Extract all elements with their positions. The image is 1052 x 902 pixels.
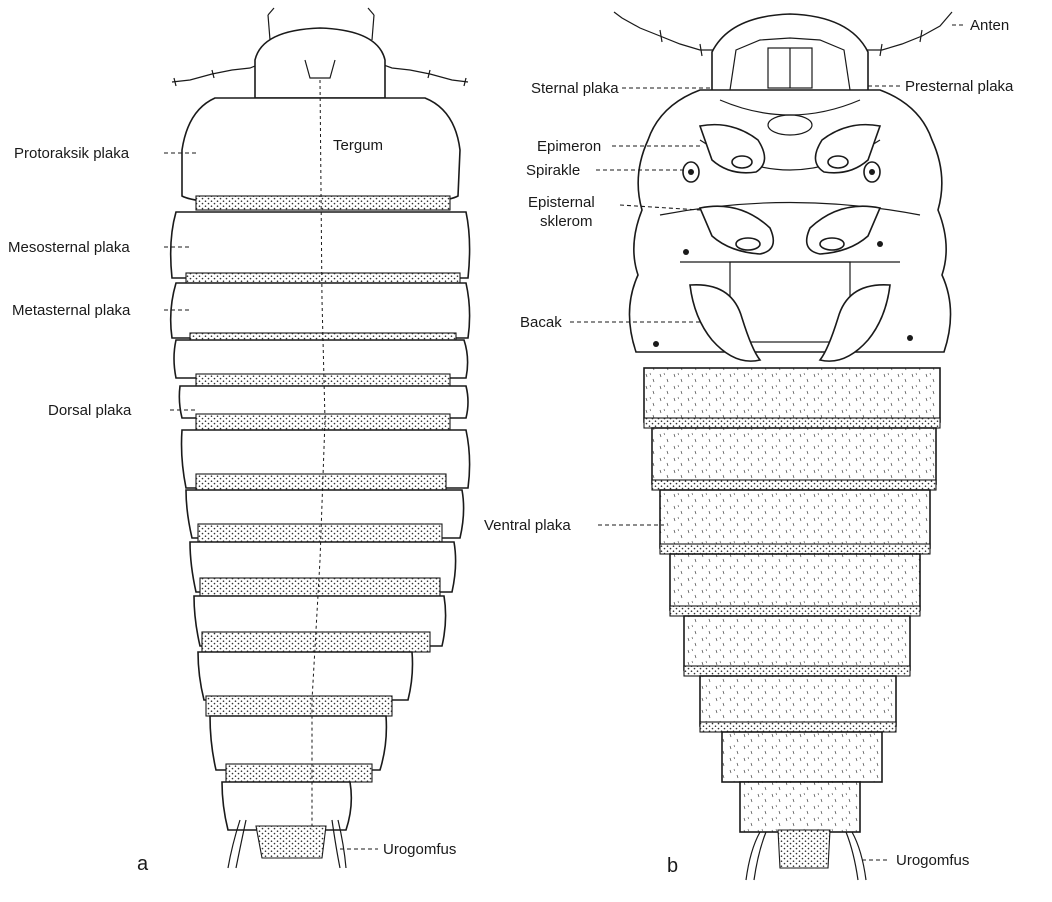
label-anten: Anten [970,17,1009,34]
label-ventral-plaka: Ventral plaka [484,517,571,534]
label-urogomfus-a: Urogomfus [383,841,456,858]
thorax-b [629,90,950,352]
label-mesosternal-plaka: Mesosternal plaka [8,239,130,256]
panel-letter-a: a [137,853,149,875]
label-spirakle: Spirakle [526,162,580,179]
panel-a-dorsal-view: Tergum Protoraksik plaka Mesosternal pla… [8,8,470,875]
label-urogomfus-b: Urogomfus [896,852,969,869]
label-bacak: Bacak [520,314,562,331]
label-tergum: Tergum [333,137,383,154]
label-epimeron: Epimeron [537,138,601,155]
label-episternal: Episternal [528,194,595,211]
body-segments-a [171,196,470,858]
label-sklerom: sklerom [540,213,593,230]
label-dorsal-plaka: Dorsal plaka [48,402,132,419]
panel-letter-b: b [667,855,678,877]
abdominal-segments-b [644,368,940,868]
panel-b-ventral-view: Anten Sternal plaka Presternal plaka Epi… [484,12,1014,880]
label-sternal-plaka: Sternal plaka [531,80,619,97]
label-metasternal-plaka: Metasternal plaka [12,302,131,319]
label-presternal-plaka: Presternal plaka [905,78,1014,95]
label-protoraksik-plaka: Protoraksik plaka [14,145,130,162]
